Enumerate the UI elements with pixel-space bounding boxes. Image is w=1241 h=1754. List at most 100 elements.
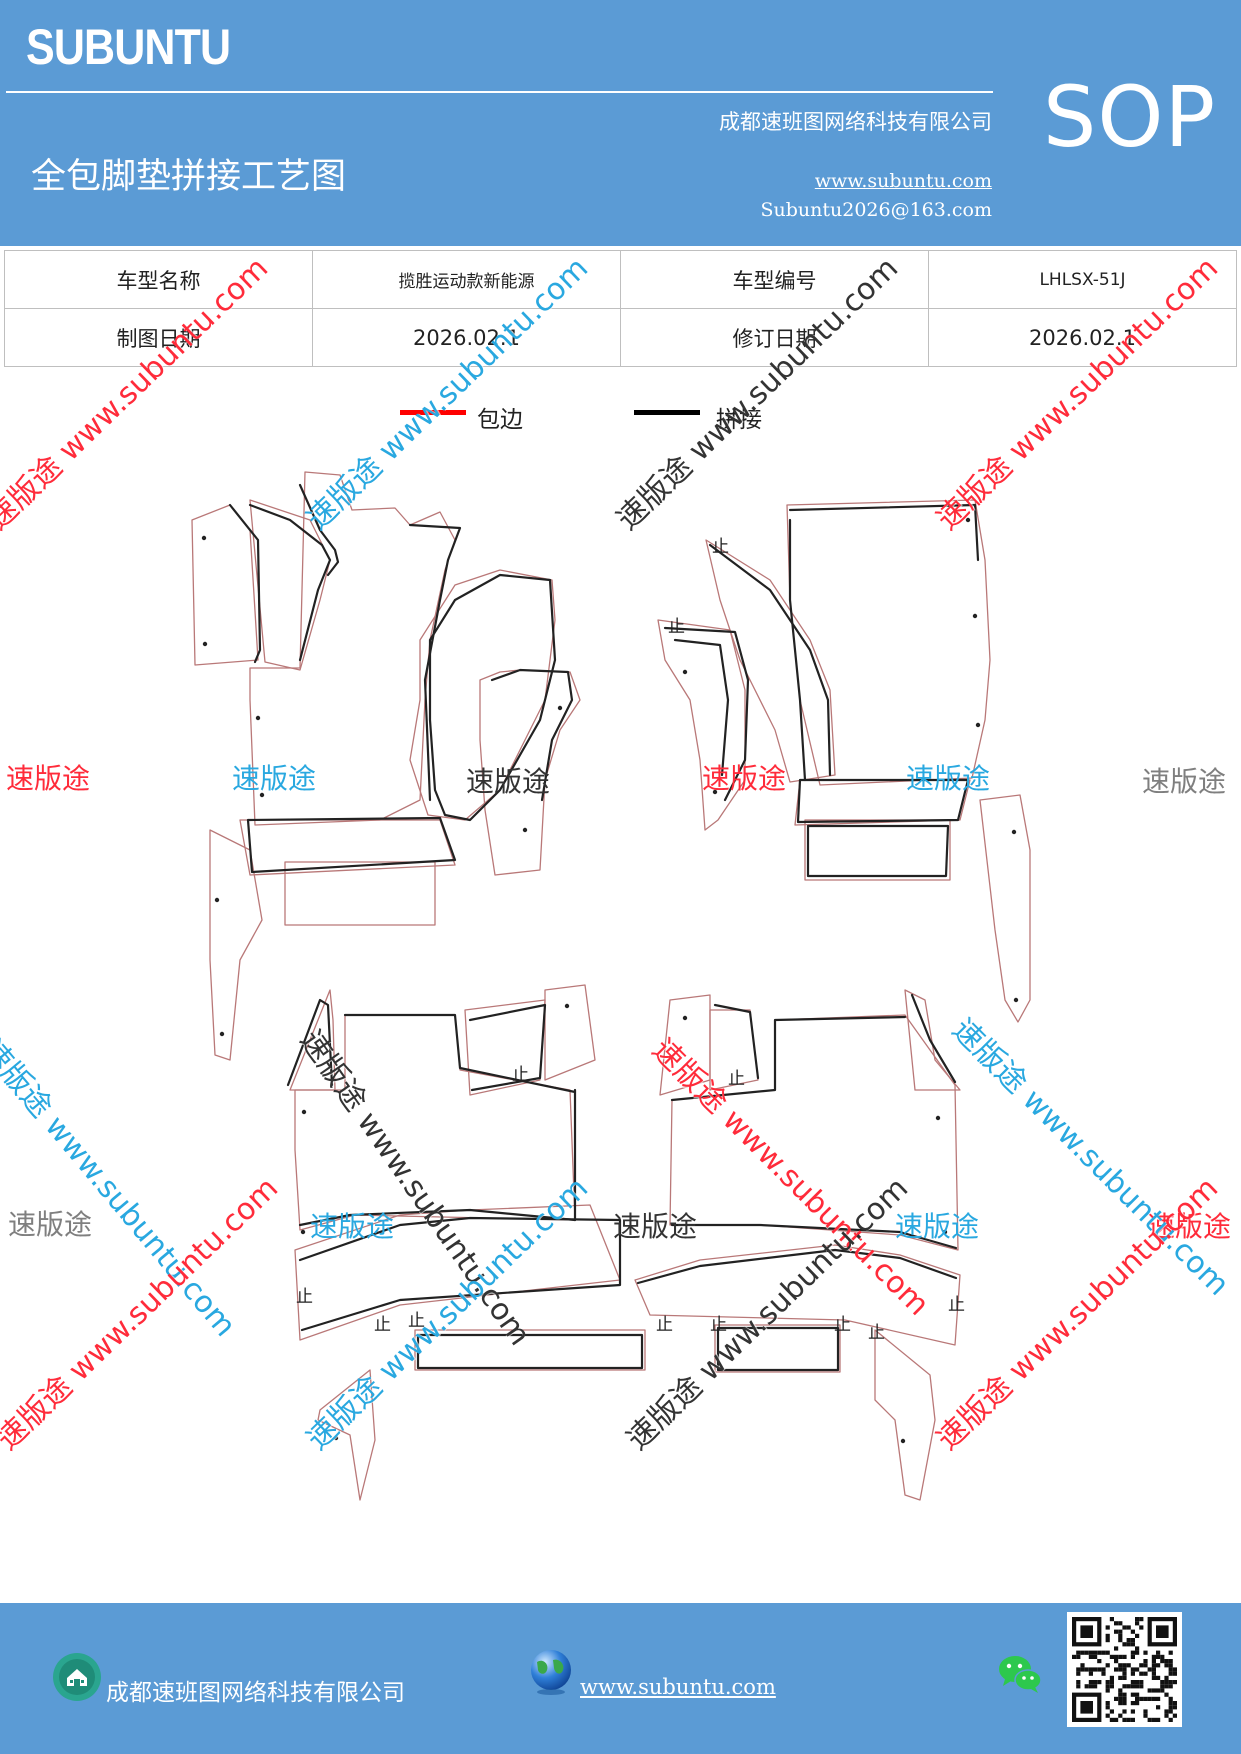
legend-edge: 包边 (400, 400, 550, 440)
drawing-date-label: 制图日期 (4, 308, 313, 367)
watermark-text: 速版途 (613, 1210, 698, 1243)
watermark-text: 速版途 (310, 1210, 395, 1243)
mat-piece-outline (874, 1329, 936, 1501)
table-row: 车型名称 揽胜运动款新能源 车型编号 LHLSX-51J (4, 250, 1237, 309)
splice-seam (246, 816, 457, 874)
splice-seam (636, 1248, 958, 1285)
document-code: SOP (1043, 68, 1217, 166)
revision-date-value: 2026.02.1 (928, 308, 1237, 367)
splice-seam (663, 626, 750, 802)
splice-mark: 止 (296, 1287, 313, 1307)
splice-seam (910, 993, 957, 1084)
splice-seam (806, 824, 950, 878)
watermark-text: 速版途 (702, 762, 787, 795)
splice-mark: 止 (408, 1311, 425, 1331)
splice-seam (670, 1015, 907, 1102)
splice-seam (490, 668, 574, 802)
legend-splice-label: 拼接 (716, 407, 762, 433)
splice-mark: 止 (710, 1315, 727, 1335)
splice-seam (248, 503, 332, 662)
mat-piece-outline (634, 1244, 961, 1346)
splice-seam (343, 1013, 577, 1094)
splice-seam (286, 998, 334, 1087)
model-name-label: 车型名称 (4, 250, 313, 309)
splice-mark: 止 (948, 1295, 965, 1315)
mat-piece-outline (249, 499, 331, 671)
footer-website-link[interactable]: www.subuntu.com (580, 1675, 776, 1699)
mat-piece-outline (209, 829, 263, 1061)
mat-piece-outline (317, 1369, 376, 1501)
footer-company-name: 成都速班图网络科技有限公司 (106, 1680, 405, 1706)
watermark-text: 速版途 (1147, 1210, 1232, 1243)
model-code-label: 车型编号 (620, 250, 929, 309)
model-code-value: LHLSX-51J (928, 250, 1237, 309)
mat-piece-outline (284, 861, 436, 926)
qr-code-icon[interactable] (1067, 1612, 1182, 1727)
mat-piece-outline (979, 794, 1031, 1023)
mat-piece-outline (294, 1204, 621, 1341)
splice-mark: 止 (728, 1069, 745, 1089)
mat-piece-outline (464, 999, 546, 1096)
mat-piece-outline (786, 499, 991, 786)
mat-piece-outline (414, 1329, 646, 1371)
mat-piece-outline (804, 819, 951, 881)
brand-logo-text: SUBUNTU (26, 19, 231, 75)
splice-seam (796, 778, 970, 824)
mat-piece-outline (904, 989, 961, 1091)
splice-mark: 止 (512, 1065, 529, 1085)
footer-banner: 成都速班图网络科技有限公司 www.subuntu.com (0, 1603, 1241, 1754)
splice-seam (468, 1003, 547, 1092)
header-website-link[interactable]: www.subuntu.com (814, 170, 992, 192)
revision-date-label: 修订日期 (620, 308, 929, 367)
watermark-text: 速版途 (895, 1210, 980, 1243)
splice-seam (713, 1003, 760, 1080)
splice-mark: 止 (656, 1315, 673, 1335)
page-title: 全包脚垫拼接工艺图 (31, 157, 347, 197)
watermark-text: 速版途 (6, 762, 91, 795)
splice-seam (788, 518, 807, 782)
model-name-value: 揽胜运动款新能源 (312, 250, 621, 309)
watermark-text: 速版途 (466, 765, 551, 798)
splice-seam (298, 483, 340, 577)
splice-mark: 止 (868, 1323, 885, 1343)
header-email: Subuntu2026@163.com (760, 199, 992, 221)
mat-piece-outline (657, 619, 746, 831)
watermark-text: 速版途 (1142, 765, 1227, 798)
table-row: 制图日期 2026.02.1 修订日期 2026.02.1 (4, 308, 1237, 367)
splice-seam (298, 1216, 622, 1332)
drawing-date-value: 2026.02.1 (312, 308, 621, 367)
watermark-text: 速版途 (232, 762, 317, 795)
mat-piece-outline (409, 569, 556, 821)
splice-seam (228, 503, 262, 664)
mat-piece-outline (714, 1324, 841, 1373)
mat-piece-outline (544, 984, 596, 1081)
header-company-name: 成都速班图网络科技有限公司 (719, 110, 992, 134)
wechat-icon[interactable] (997, 1653, 1043, 1695)
legend-edge-swatch (400, 410, 466, 415)
splice-mark: 止 (374, 1315, 391, 1335)
building-icon (53, 1653, 101, 1701)
mat-piece-outline (191, 504, 259, 666)
splice-seam (716, 1326, 840, 1372)
splice-mark: 止 (668, 617, 685, 637)
splice-seam (408, 523, 462, 802)
mat-piece-outline (239, 819, 456, 876)
splice-seam (298, 1208, 577, 1227)
legend-splice: 拼接 (634, 400, 784, 440)
floor-mat-diagram: 止止止止止止止止止止止止 (191, 471, 1031, 1501)
vehicle-info-table: 车型名称 揽胜运动款新能源 车型编号 LHLSX-51J 制图日期 2026.0… (4, 250, 1237, 367)
header-divider (6, 91, 993, 93)
watermark-text: 速版途 (906, 762, 991, 795)
splice-mark: 止 (712, 537, 729, 557)
splice-seam (673, 638, 730, 777)
splice-seam (788, 503, 980, 562)
splice-seam (670, 1223, 958, 1250)
watermark-text: 速版途 (8, 1208, 93, 1241)
splice-seam (708, 543, 832, 777)
legend-splice-swatch (634, 410, 700, 415)
globe-icon (531, 1650, 571, 1695)
header-banner: SUBUNTU SOP 成都速班图网络科技有限公司 全包脚垫拼接工艺图 www.… (0, 0, 1241, 246)
legend-edge-label: 包边 (477, 407, 523, 433)
splice-seam (428, 573, 557, 822)
splice-mark: 止 (834, 1315, 851, 1335)
